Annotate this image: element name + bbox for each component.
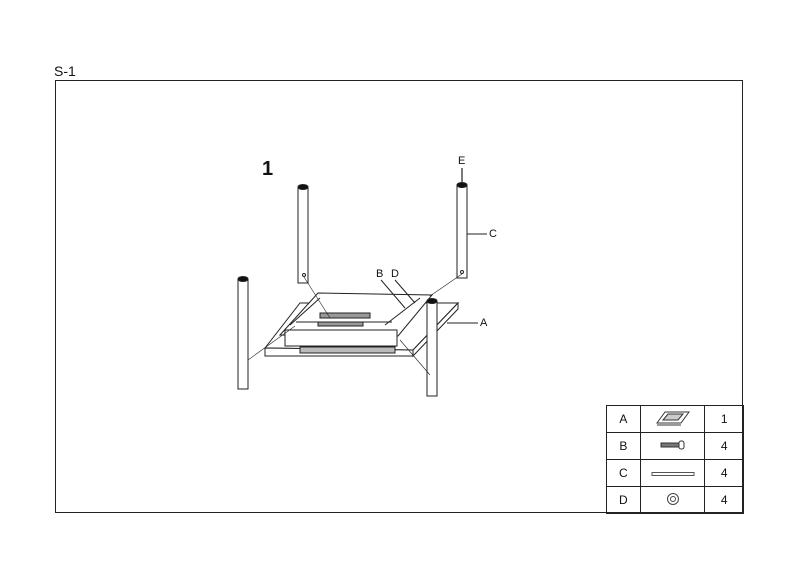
callout-e: E	[458, 155, 466, 167]
leg-left	[237, 276, 249, 390]
parts-row: B 4	[606, 432, 744, 460]
leg-back-left	[297, 184, 309, 284]
bolt-icon	[639, 432, 706, 460]
leg-back-right	[456, 182, 468, 279]
leg-tube-icon	[639, 459, 706, 487]
drawing-frame	[55, 80, 743, 513]
parts-table: A 1 B 4 C 4 D 4	[606, 405, 744, 514]
part-letter: D	[606, 486, 641, 514]
parts-row: C 4	[606, 459, 744, 487]
callout-a: A	[480, 317, 488, 329]
callout-c: C	[489, 228, 497, 240]
parts-row: A 1	[606, 405, 744, 433]
callout-b: B	[376, 268, 384, 280]
part-letter: A	[606, 405, 641, 433]
frame-rails	[278, 292, 434, 347]
parts-row: D 4	[606, 486, 744, 514]
leg-front-right	[426, 298, 438, 397]
part-letter: B	[606, 432, 641, 460]
part-qty: 4	[704, 486, 744, 514]
part-letter: C	[606, 459, 641, 487]
washer-icon	[639, 486, 706, 514]
part-qty: 4	[704, 432, 744, 460]
sheet-label: S-1	[54, 63, 76, 79]
tabletop-frame-icon	[639, 405, 706, 433]
part-qty: 4	[704, 459, 744, 487]
step-number: 1	[262, 158, 274, 180]
callout-d: D	[391, 268, 399, 280]
part-qty: 1	[704, 405, 744, 433]
